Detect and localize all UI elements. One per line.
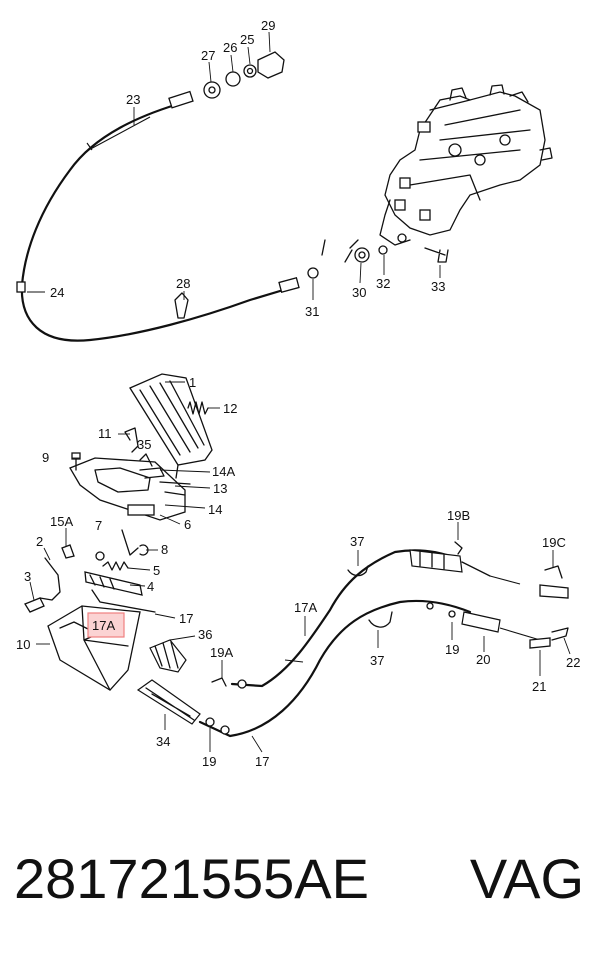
pedal-bracket (69, 427, 191, 521)
part-number: 281721555AE (14, 847, 370, 910)
callout-19C: 19C (542, 535, 566, 550)
accelerator-pedal (129, 373, 213, 479)
callout-19-lower-left: 19 (202, 754, 216, 769)
callout-31: 31 (305, 304, 319, 319)
brand-name: VAG (469, 847, 584, 910)
callout-13: 13 (213, 481, 227, 496)
callout-7: 7 (95, 518, 102, 533)
cable-end-fittings (203, 51, 285, 99)
callout-8: 8 (161, 542, 168, 557)
callout-5: 5 (153, 563, 160, 578)
callout-14: 14 (208, 502, 222, 517)
callout-29: 29 (261, 18, 275, 33)
callout-3: 3 (24, 569, 31, 584)
callout-17A-highlight: 17A (92, 618, 115, 633)
callout-14A: 14A (212, 464, 235, 479)
callout-15A: 15A (50, 514, 73, 529)
callout-17-lower: 17 (255, 754, 269, 769)
spring-12 (187, 401, 209, 415)
callout-17A-cable: 17A (294, 600, 317, 615)
callout-19-right: 19 (445, 642, 459, 657)
cable-end-fittings-lower (409, 541, 569, 649)
cable-sleeve-34 (136, 679, 201, 725)
callout-19B: 19B (447, 508, 470, 523)
mount-fittings (174, 239, 449, 319)
small-fittings (205, 677, 247, 735)
callout-11: 11 (98, 426, 112, 441)
lower-leaders (29, 381, 571, 753)
boot-36 (149, 639, 187, 673)
callout-30: 30 (352, 285, 366, 300)
callout-6: 6 (184, 517, 191, 532)
highlight-17A (87, 612, 125, 638)
upper-leaders (27, 31, 441, 300)
callout-28: 28 (176, 276, 190, 291)
callout-27: 27 (201, 48, 215, 63)
callout-1: 1 (189, 375, 196, 390)
callout-21: 21 (532, 679, 546, 694)
accel-cables (198, 549, 472, 738)
callout-36: 36 (198, 627, 212, 642)
callout-37-lower: 37 (370, 653, 384, 668)
clips-37 (347, 565, 393, 628)
callout-20: 20 (476, 652, 490, 667)
callout-19A: 19A (210, 645, 233, 660)
callout-32: 32 (376, 276, 390, 291)
callout-35: 35 (137, 437, 151, 452)
callout-9: 9 (42, 450, 49, 465)
pedal-linkage (24, 529, 156, 613)
callout-24: 24 (50, 285, 64, 300)
callout-4: 4 (147, 579, 154, 594)
callout-26: 26 (223, 40, 237, 55)
injection-pump (379, 84, 553, 246)
callout-22: 22 (566, 655, 580, 670)
callout-34: 34 (156, 734, 170, 749)
callout-12: 12 (223, 401, 237, 416)
callout-37-upper: 37 (350, 534, 364, 549)
callout-33: 33 (431, 279, 445, 294)
callout-23: 23 (126, 92, 140, 107)
callout-10: 10 (16, 637, 30, 652)
callout-17-upper: 17 (179, 611, 193, 626)
bolt-9 (71, 452, 81, 471)
callout-2: 2 (36, 534, 43, 549)
callout-25: 25 (240, 32, 254, 47)
parts-diagram: 29 27 26 25 23 24 28 30 32 33 31 (16, 18, 580, 769)
throttle-cable-23 (16, 90, 300, 342)
